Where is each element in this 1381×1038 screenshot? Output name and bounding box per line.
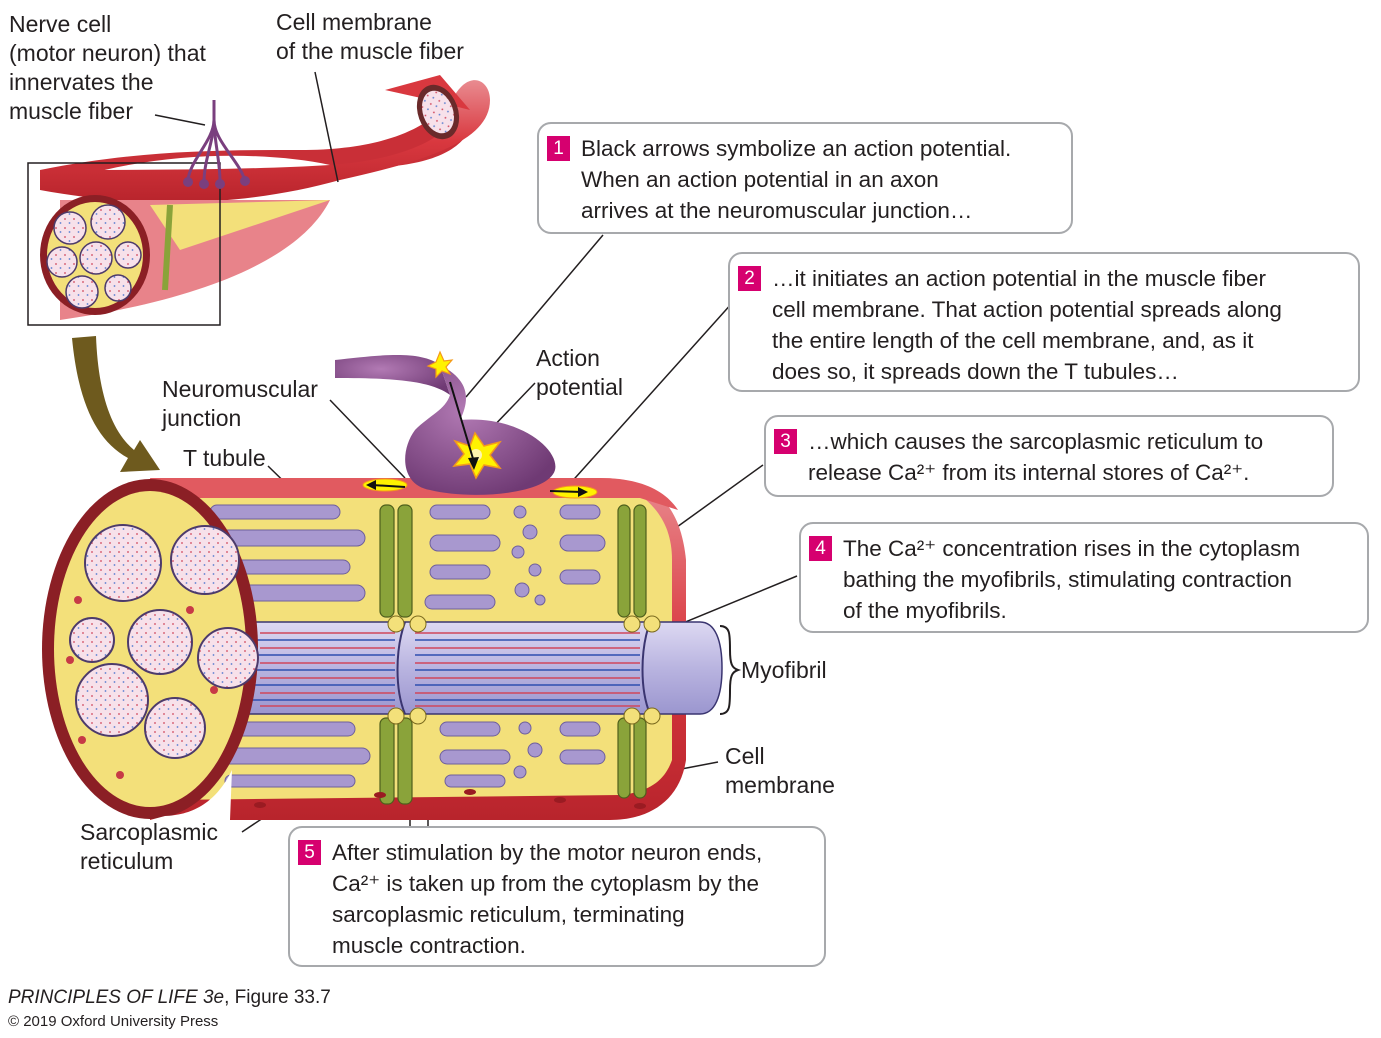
step-4-callout: 4 The Ca²⁺ concentration rises in the cy… (799, 522, 1369, 633)
step-1-callout: 1 Black arrows symbolize an action poten… (537, 122, 1073, 234)
figure-credit: PRINCIPLES OF LIFE 3e, Figure 33.7 (8, 987, 331, 1009)
step-1-badge: 1 (547, 136, 570, 161)
myofibril-brace (719, 625, 742, 715)
step-2-badge: 2 (738, 266, 761, 291)
small-synaptic-terminals (183, 176, 250, 189)
nerve-cell-label: Nerve cell (motor neuron) that innervate… (9, 11, 206, 124)
neuromuscular-junction-label: Neuromuscular junction (162, 376, 318, 431)
main-muscle-fiber (42, 478, 723, 820)
cell-membrane-fiber-label: Cell membrane of the muscle fiber (276, 9, 464, 64)
t-tubule-label: T tubule (183, 445, 266, 471)
myofibril-label: Myofibril (741, 657, 827, 683)
cell-membrane-label: Cell membrane (725, 743, 835, 798)
action-potential-label: Action potential (536, 345, 623, 400)
motor-neuron-terminal (335, 350, 598, 499)
zoom-arrow (72, 336, 160, 472)
step-5-callout: 5 After stimulation by the motor neuron … (288, 826, 826, 967)
step-3-callout: 3 …which causes the sarcoplasmic reticul… (764, 415, 1334, 497)
sarcoplasmic-reticulum-label: Sarcoplasmic reticulum (80, 819, 219, 874)
step-4-badge: 4 (809, 536, 832, 561)
small-motor-neuron (186, 100, 246, 183)
small-muscle-fiber (27, 75, 490, 326)
step-2-callout: 2 …it initiates an action potential in t… (728, 252, 1360, 392)
step-5-badge: 5 (298, 840, 321, 865)
book-title: PRINCIPLES OF LIFE 3e (8, 987, 225, 1008)
figure-number: , Figure 33.7 (224, 987, 331, 1008)
copyright: © 2019 Oxford University Press (8, 1013, 219, 1030)
step-3-badge: 3 (774, 429, 797, 454)
